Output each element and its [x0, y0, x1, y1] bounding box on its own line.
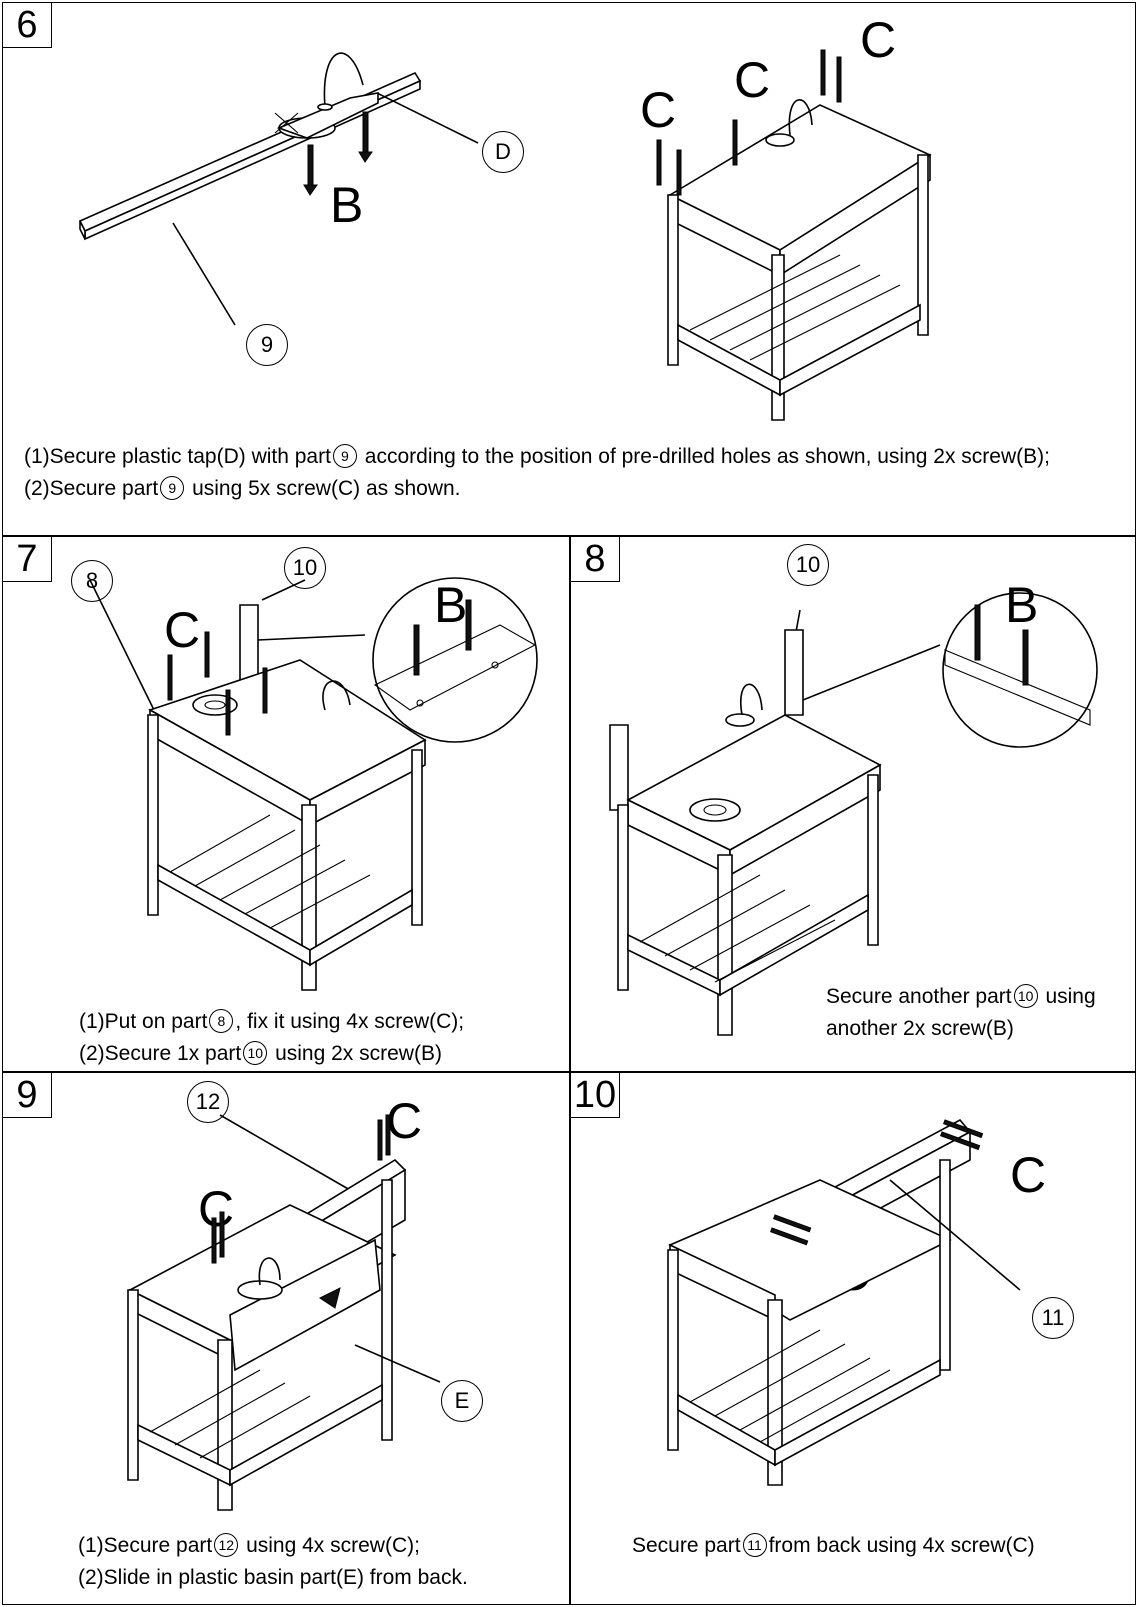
step-number: 7	[2, 536, 52, 582]
label-b: B	[330, 177, 364, 233]
callout-11: 11	[1032, 1297, 1074, 1339]
callout-d: D	[482, 131, 524, 173]
part-reference-badge: 12	[214, 1533, 239, 1557]
divider-vertical	[569, 535, 571, 1605]
part-reference-badge: 10	[243, 1041, 268, 1065]
label-c-right: C	[1010, 1147, 1047, 1203]
part-reference-badge: 9	[332, 444, 357, 468]
frame-with-second-side-board-illustration	[610, 620, 910, 1030]
frame-with-front-rail-illustration	[660, 1120, 1000, 1500]
label-b: B	[434, 577, 468, 633]
callout-12: 12	[187, 1081, 229, 1123]
label-c-left: C	[640, 82, 677, 138]
detail-magnifier-illustration	[370, 575, 540, 745]
step-number: 9	[2, 1072, 52, 1118]
callout-10: 10	[284, 547, 326, 589]
callout-9: 9	[246, 324, 288, 366]
label-b: B	[1005, 577, 1039, 633]
step-number: 6	[2, 2, 52, 48]
frame-with-back-and-basin-illustration	[120, 1120, 420, 1520]
label-c-top: C	[386, 1093, 423, 1149]
part-reference-badge: 10	[1013, 984, 1038, 1008]
frame-with-top-illustration	[660, 95, 960, 425]
callout-10: 10	[787, 544, 829, 586]
instruction-line: (2)Slide in plastic basin part(E) from b…	[78, 1566, 468, 1589]
step-number: 8	[570, 536, 620, 582]
label-c-middle: C	[734, 52, 771, 108]
step-number: 10	[570, 1072, 620, 1118]
frame-with-bottom-board-illustration	[140, 590, 440, 1010]
instruction-line: another 2x screw(B)	[826, 1017, 1014, 1040]
part-reference-badge: 8	[209, 1009, 234, 1033]
callout-8: 8	[71, 560, 113, 602]
callout-e: E	[441, 1380, 483, 1422]
part-reference-badge: 9	[160, 476, 185, 500]
label-c: C	[164, 602, 201, 658]
label-c-right: C	[860, 12, 897, 68]
detail-magnifier-illustration	[940, 590, 1100, 750]
part-reference-badge: 11	[742, 1533, 767, 1557]
tap-and-board-illustration	[70, 25, 540, 355]
